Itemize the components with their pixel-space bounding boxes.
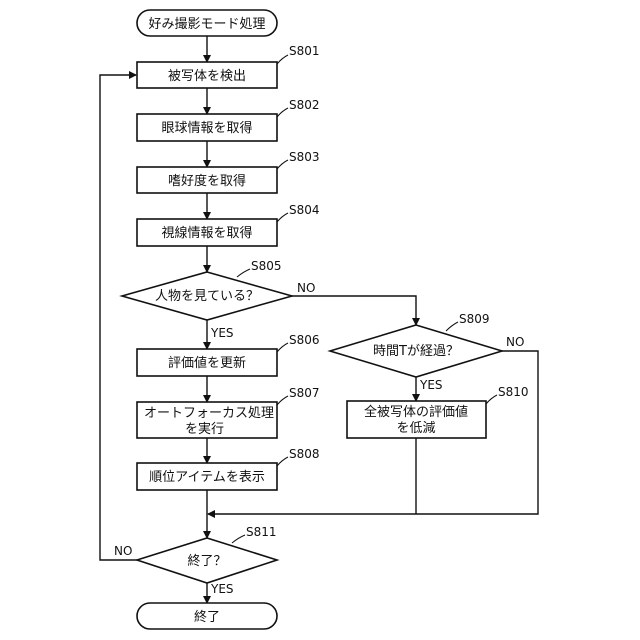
node-start: 好み撮影モード処理 [137,10,277,36]
edge-s811-no-loop [100,75,137,560]
end-label: 終了 [194,609,220,625]
s810-id: S810 [498,385,529,399]
s810-label-line2: を低減 [396,420,435,436]
s802-id: S802 [289,98,320,112]
s803-label: 嗜好度を取得 [168,173,246,189]
s809-id: S809 [459,312,490,326]
node-s802: 眼球情報を取得 S802 [137,98,320,141]
s804-id: S804 [289,203,320,217]
s803-id: S803 [289,150,320,164]
s807-leader [277,396,288,405]
s805-no-label: NO [297,281,315,295]
s801-leader [277,55,288,64]
s809-no-label: NO [506,335,524,349]
s804-leader [277,213,288,222]
s809-label: 時間Tが経過？ [373,344,459,359]
s804-label: 視線情報を取得 [161,225,252,241]
s808-label: 順位アイテムを表示 [149,470,265,485]
node-s811: 終了？ S811 NO YES [114,525,277,596]
node-end: 終了 [137,603,277,629]
s811-label: 終了？ [187,553,226,569]
s806-label: 評価値を更新 [168,355,246,371]
s806-leader [277,343,288,352]
s805-yes-label: YES [210,326,234,340]
s802-leader [277,108,288,117]
s802-label: 眼球情報を取得 [161,120,252,136]
node-s803: 嗜好度を取得 S803 [137,150,320,193]
s811-yes-label: YES [210,582,234,596]
s805-id: S805 [251,259,282,273]
s811-no-label: NO [114,544,132,558]
s807-label-line2: を実行 [185,421,224,437]
node-s810: 全被写体の評価値 を低減 S810 [347,385,529,438]
s807-label-line1: オートフォーカス処理 [144,406,274,421]
node-s805: 人物を見ている？ S805 NO YES [122,259,315,340]
node-s804: 視線情報を取得 S804 [137,203,320,246]
node-s807: オートフォーカス処理 を実行 S807 [137,386,320,438]
node-s808: 順位アイテムを表示 S808 [137,447,320,490]
s801-label: 被写体を検出 [168,69,246,84]
s808-leader [277,457,288,466]
edge-s805-no-to-s809 [292,296,416,325]
node-s801: 被写体を検出 S801 [137,44,320,88]
s811-id: S811 [246,525,277,539]
s801-id: S801 [289,44,320,58]
s805-leader [237,269,250,277]
s809-yes-label: YES [419,378,443,392]
s809-leader [446,322,458,331]
s807-id: S807 [289,386,320,400]
s810-leader [486,395,497,404]
start-label: 好み撮影モード処理 [148,16,265,32]
s806-id: S806 [289,333,320,347]
s811-leader [232,535,245,543]
s803-leader [277,160,288,169]
s805-label: 人物を見ている？ [155,289,259,304]
s810-label-line1: 全被写体の評価値 [364,404,468,420]
s808-id: S808 [289,447,320,461]
node-s809: 時間Tが経過？ S809 NO YES [330,312,524,392]
